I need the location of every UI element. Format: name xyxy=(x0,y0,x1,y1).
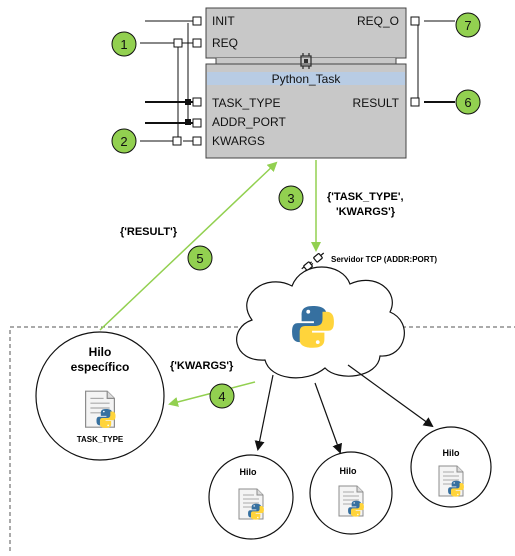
python-file-icon xyxy=(339,486,364,517)
output-req-o-label: REQ_O xyxy=(357,14,399,28)
svg-text:7: 7 xyxy=(464,18,471,33)
specific-thread-title-1: Hilo xyxy=(89,345,112,359)
port-squares xyxy=(172,16,420,146)
worker-thread-2: Hilo xyxy=(309,451,393,535)
specific-thread-title-2: específico xyxy=(71,360,130,374)
marker-1: 1 xyxy=(111,31,137,57)
with-junctions xyxy=(185,99,191,125)
svg-text:4: 4 xyxy=(218,389,225,404)
fb-event-section xyxy=(205,7,407,59)
input-addr-port-label: ADDR_PORT xyxy=(212,115,286,129)
svg-text:2: 2 xyxy=(120,134,127,149)
spawn-arrows xyxy=(254,364,434,454)
worker-thread-1: Hilo xyxy=(208,454,294,540)
marker-6: 6 xyxy=(455,89,481,115)
specific-thread-file-label: TASK_TYPE xyxy=(77,435,124,444)
server-cloud xyxy=(236,266,405,379)
marker-2: 2 xyxy=(111,128,137,154)
python-file-icon xyxy=(239,489,264,520)
fb-type-band xyxy=(207,72,405,85)
label-task-type-kwargs-2: 'KWARGS'} xyxy=(336,206,396,218)
label-result: {'RESULT'} xyxy=(120,226,178,238)
worker-thread-label: Hilo xyxy=(443,448,461,458)
marker-3: 3 xyxy=(278,185,304,211)
marker-4: 4 xyxy=(209,383,235,409)
marker-5: 5 xyxy=(187,245,213,271)
specific-thread: Hilo específico TASK_TYPE xyxy=(35,331,165,461)
input-req-label: REQ xyxy=(212,36,238,50)
arrow-result-to-fb xyxy=(99,161,278,331)
svg-text:6: 6 xyxy=(464,95,471,110)
label-task-type-kwargs-1: {'TASK_TYPE', xyxy=(327,191,404,203)
python-file-icon xyxy=(439,466,464,497)
fb-type-name: Python_Task xyxy=(272,72,342,86)
label-kwargs: {'KWARGS'} xyxy=(170,360,234,372)
worker-thread-label: Hilo xyxy=(240,467,258,477)
label-server: Servidor TCP (ADDR:PORT) xyxy=(331,255,437,264)
worker-thread-3: Hilo xyxy=(410,426,492,508)
svg-text:1: 1 xyxy=(120,37,127,52)
svg-text:3: 3 xyxy=(287,191,294,206)
marker-7: 7 xyxy=(455,12,481,38)
function-block[interactable]: Python_Task INIT REQ REQ_O TASK_TYPE ADD… xyxy=(205,7,407,159)
input-kwargs-label: KWARGS xyxy=(212,134,265,148)
input-init-label: INIT xyxy=(212,14,235,28)
input-task-type-label: TASK_TYPE xyxy=(212,96,280,110)
output-result-label: RESULT xyxy=(353,96,400,110)
fb-type-icon xyxy=(300,53,312,69)
svg-text:5: 5 xyxy=(196,251,203,266)
python-file-icon xyxy=(86,391,116,428)
worker-thread-label: Hilo xyxy=(340,466,358,476)
